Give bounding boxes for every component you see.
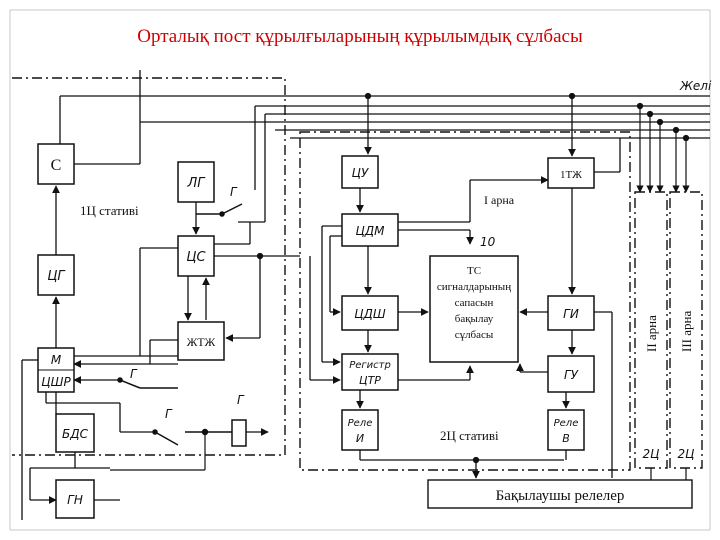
- ts-line-2: сигналдарының: [437, 281, 511, 293]
- block-control-relays: [427, 479, 693, 509]
- channel2-2ts-label: 2Ц: [643, 447, 660, 461]
- rack2-label: 2Ц стативі: [440, 428, 499, 443]
- switch-g2: [152, 428, 232, 446]
- num10-label: 10: [480, 235, 496, 249]
- block-gn-label: ГН: [67, 493, 83, 507]
- block-itzh-label: 1ТЖ: [560, 169, 582, 181]
- control-relay-feeds: [650, 468, 687, 480]
- block-zhtzh: [177, 321, 225, 361]
- block-tsdsh-label: ЦДШ: [354, 307, 386, 321]
- block-gu-label: ГУ: [564, 368, 579, 382]
- block-tsu-label: ЦУ: [352, 166, 369, 180]
- slide-frame: [9, 9, 711, 531]
- block-register-line2: ЦТР: [359, 374, 381, 387]
- block-c-label: С: [51, 157, 62, 174]
- ts-line-1: ТС: [467, 265, 481, 277]
- block-register: [341, 353, 399, 391]
- channel3-label: ІІІ арна: [679, 311, 694, 352]
- switch-g3-label: Г: [230, 185, 238, 199]
- block-relay-v-line2: В: [562, 432, 570, 445]
- ts-line-3: сапасын: [455, 297, 494, 309]
- left-stand-wiring: [21, 96, 178, 520]
- block-tsdm-label: ЦДМ: [355, 224, 385, 238]
- block-relay-v-line1: Реле: [554, 418, 579, 429]
- block-lg-label: ЛГ: [186, 176, 206, 191]
- control-relays-label: Бақылаушы релелер: [496, 488, 625, 504]
- block-tss-label: ЦС: [186, 250, 206, 265]
- block-m-label: М: [51, 353, 62, 367]
- block-tsdsh: [341, 295, 399, 331]
- channel1-label: І арна: [484, 193, 515, 207]
- center-left-wiring: [139, 106, 300, 364]
- diagram-title: Орталық пост құрылғыларының құрылымдық с…: [137, 26, 583, 47]
- block-register-line1: Регистр: [349, 360, 391, 371]
- channel3-2ts-label: 2Ц: [678, 447, 695, 461]
- block-gu: [547, 355, 595, 393]
- block-relay-i-line2: И: [356, 432, 364, 445]
- output-coil: [231, 419, 247, 447]
- ts-line-4: бақылау: [455, 313, 494, 325]
- channel2-label: ІІ арна: [644, 315, 659, 352]
- block-zhtzh-label: ЖТЖ: [187, 335, 216, 349]
- ts-line-5: сұлбасы: [455, 329, 494, 341]
- block-gi: [547, 295, 595, 331]
- block-tshr-label: ЦШР: [41, 375, 71, 389]
- block-ts-control: [429, 255, 519, 363]
- right-left-column-wiring: [309, 96, 564, 479]
- block-itzh: [547, 157, 595, 189]
- rack1-label: 1Ц стативі: [80, 203, 139, 218]
- block-bds-label: БДС: [62, 427, 89, 441]
- block-gi-label: ГИ: [563, 307, 579, 321]
- network-label: Желі: [679, 79, 712, 93]
- block-relay-i-line1: Реле: [348, 418, 373, 429]
- block-tsg-label: ЦГ: [47, 269, 66, 284]
- switch-g1-label: Г: [130, 367, 138, 381]
- coil-g-label: Г: [237, 393, 245, 407]
- switch-g2-label: Г: [165, 407, 173, 421]
- bus-lines: [60, 70, 710, 142]
- channel-drops: [636, 106, 690, 193]
- rack-borders: [12, 77, 703, 471]
- switch-g1: [117, 377, 178, 389]
- right-right-column-wiring: [516, 96, 621, 478]
- switch-g3: [196, 203, 243, 217]
